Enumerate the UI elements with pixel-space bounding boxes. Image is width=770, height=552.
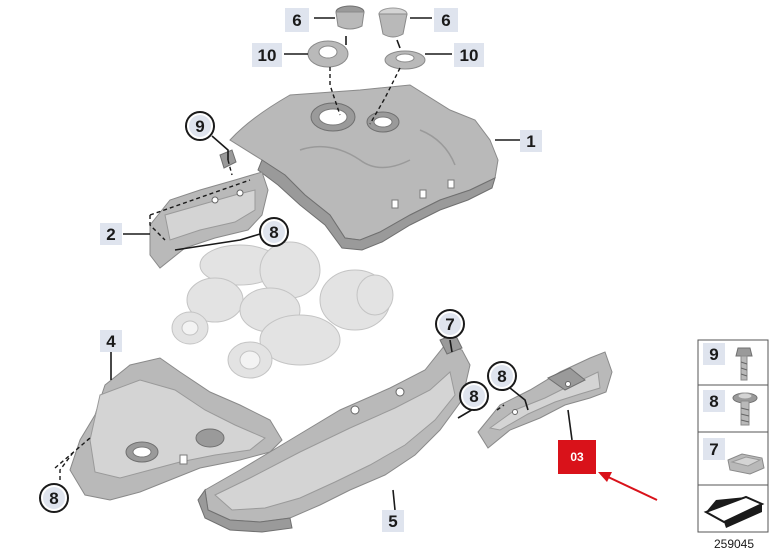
highlight-label-03: 03 [558, 440, 596, 474]
heat-shield-bracket-2 [149, 171, 269, 269]
heat-shield-lower-5 [197, 344, 471, 533]
svg-text:8: 8 [469, 387, 478, 406]
svg-text:8: 8 [269, 223, 278, 242]
svg-text:8: 8 [497, 367, 506, 386]
svg-text:9: 9 [195, 117, 204, 136]
diagram-id: 259045 [714, 537, 754, 551]
svg-text:10: 10 [258, 46, 277, 65]
svg-text:1: 1 [526, 132, 535, 151]
diagram-arrow-icon [702, 489, 765, 528]
callout-10a: 10 [252, 43, 282, 67]
seal-ring-10a [307, 40, 349, 68]
svg-text:6: 6 [441, 11, 450, 30]
callout-1: 1 [520, 130, 542, 152]
svg-text:8: 8 [49, 489, 58, 508]
callout-5: 5 [382, 510, 404, 532]
svg-text:8: 8 [709, 392, 718, 411]
turbocharger-assembly [171, 241, 394, 379]
callout-8d: 8 [487, 361, 517, 391]
callout-10b: 10 [454, 43, 484, 67]
svg-text:5: 5 [388, 512, 397, 531]
legend-item-9: 9 [703, 343, 753, 381]
callout-8a: 8 [259, 217, 289, 247]
legend-item-8: 8 [703, 390, 758, 426]
svg-text:6: 6 [292, 11, 301, 30]
callout-6b: 6 [434, 8, 458, 32]
svg-text:03: 03 [570, 450, 584, 464]
callout-8c: 8 [459, 381, 489, 411]
fastener-legend: 9 8 7 [697, 339, 769, 533]
svg-text:9: 9 [709, 345, 718, 364]
svg-text:2: 2 [106, 225, 115, 244]
bolt-icon [735, 347, 753, 381]
highlight-arrow [598, 472, 658, 501]
callout-4: 4 [100, 330, 122, 352]
grommet-cap-6a [335, 5, 365, 30]
heat-shield-top-1 [229, 84, 499, 251]
svg-text:4: 4 [106, 332, 116, 351]
svg-text:7: 7 [445, 315, 454, 334]
grommet-cap-6b [378, 7, 408, 38]
flange-screw-icon [732, 392, 758, 426]
callout-2: 2 [100, 223, 122, 245]
seal-ring-10b [384, 50, 426, 70]
callout-6a: 6 [285, 8, 309, 32]
heat-shield-lower-left-4 [69, 357, 283, 501]
callout-8b: 8 [39, 483, 69, 513]
svg-text:10: 10 [460, 46, 479, 65]
heat-shield-bracket-03 [477, 351, 613, 449]
callout-9: 9 [185, 111, 215, 141]
svg-text:7: 7 [709, 440, 718, 459]
callout-7: 7 [435, 309, 465, 339]
clip-nut-icon [727, 453, 765, 475]
legend-item-7: 7 [703, 438, 765, 475]
